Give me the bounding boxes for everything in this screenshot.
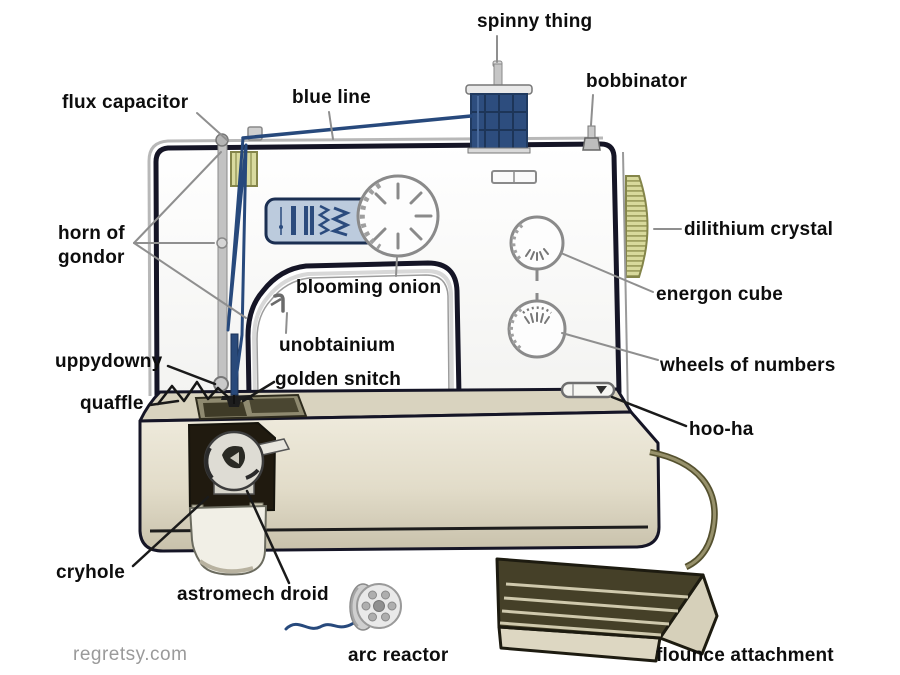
label-blooming-onion: blooming onion [296, 277, 442, 298]
label-blue-line: blue line [292, 87, 371, 108]
stitch-selector-dial [356, 174, 440, 258]
presser-bar [217, 142, 228, 381]
thread-spool [465, 84, 533, 154]
leader-horn-3 [133, 242, 247, 319]
leader-flux-capacitor [196, 112, 228, 141]
label-hoo-ha: hoo-ha [689, 419, 754, 440]
label-dilithium-crystal: dilithium crystal [684, 219, 834, 240]
tension-knob [509, 215, 565, 281]
stitch-length-dial [507, 293, 567, 359]
bobbin-case [203, 430, 291, 495]
label-astromech-droid: astromech droid [177, 584, 329, 605]
leader-lines-gray [133, 35, 682, 361]
machine-body-side-strip [622, 151, 629, 415]
leader-golden-snitch [241, 380, 276, 403]
leader-blue-line [328, 111, 334, 140]
watermark: regretsy.com [73, 644, 188, 665]
leader-quaffle [148, 399, 180, 407]
label-horn-of-gondor: horn of gondor [58, 223, 125, 268]
leader-hoo-ha [610, 395, 688, 428]
bobbin-winder-pin [582, 125, 601, 151]
machine-body-outer-edge [147, 136, 604, 397]
thread-guide-hook [273, 293, 285, 313]
leader-energon-cube [560, 252, 654, 293]
stitch-panel [264, 197, 380, 245]
leader-lines-black [131, 364, 688, 585]
bar-knob [216, 237, 228, 249]
thread-tails [156, 380, 230, 406]
leader-uppydowny [166, 364, 217, 386]
top-vent [491, 170, 537, 184]
label-uppydowny: uppydowny [55, 351, 163, 372]
label-flounce-attachment: flounce attachment [656, 645, 834, 666]
bobbin [284, 583, 402, 631]
spool-pin [492, 60, 503, 89]
leader-unobtainium [285, 312, 288, 334]
harp-opening [245, 260, 462, 397]
bobbin-door-flap [188, 502, 268, 576]
leader-wheels-of-numbers [561, 332, 659, 361]
thread-path [226, 114, 473, 394]
foot-pedal [495, 557, 719, 663]
leader-blooming-onion [395, 256, 398, 277]
handwheel [625, 175, 649, 278]
label-quaffle: quaffle [80, 393, 144, 414]
label-bobbinator: bobbinator [586, 71, 688, 92]
leader-astromech-droid [245, 489, 291, 585]
label-spinny-thing: spinny thing [477, 11, 593, 32]
leader-horn-1 [133, 151, 222, 244]
leader-bobbinator [590, 94, 594, 126]
label-unobtainium: unobtainium [279, 335, 396, 356]
label-arc-reactor: arc reactor [348, 645, 449, 666]
label-cryhole: cryhole [56, 562, 125, 583]
power-cord [649, 450, 717, 569]
reverse-slider [560, 381, 616, 399]
leader-cryhole [131, 495, 210, 568]
label-golden-snitch: golden snitch [275, 369, 402, 390]
thread-guide-hook-arrow [270, 297, 282, 307]
label-wheels-of-numbers: wheels of numbers [660, 355, 836, 376]
label-flux-capacitor: flux capacitor [62, 92, 189, 113]
label-energon-cube: energon cube [656, 284, 783, 305]
